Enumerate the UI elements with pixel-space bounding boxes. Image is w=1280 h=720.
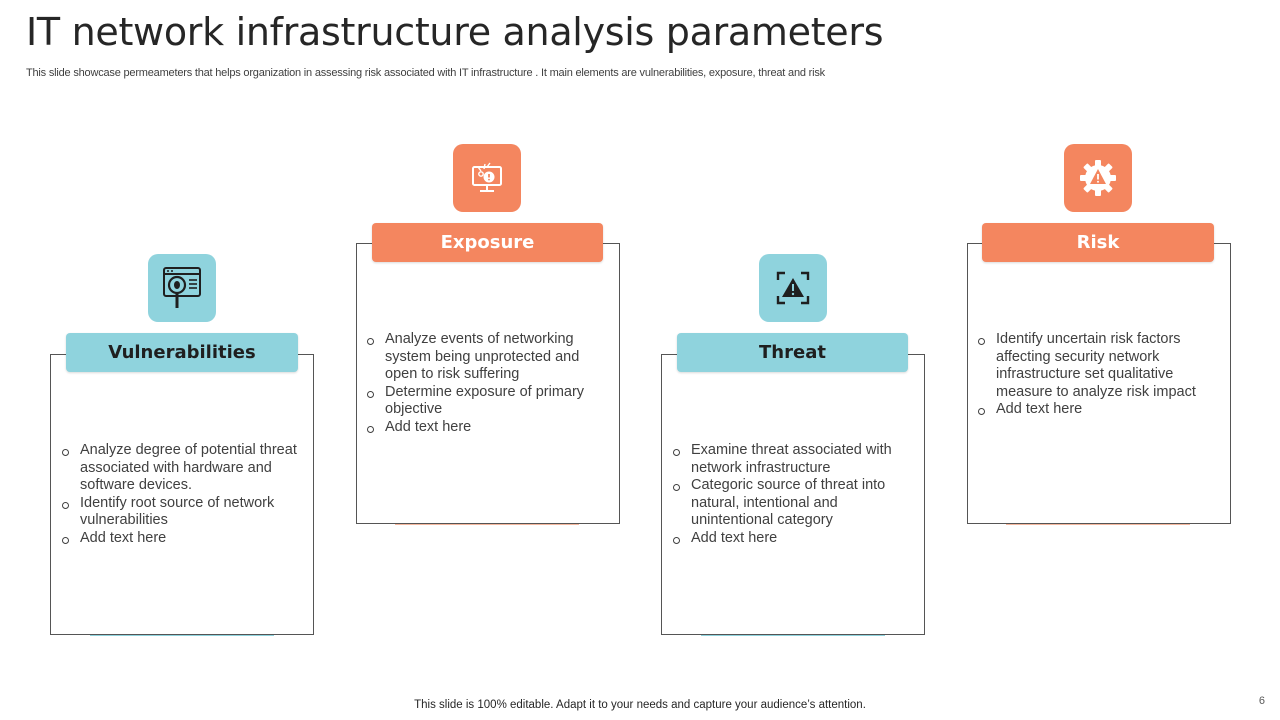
bullet-item: Add text here [672, 530, 918, 548]
card-bullets: Analyze degree of potential threat assoc… [61, 442, 307, 548]
card-box [661, 354, 925, 635]
card-box [356, 243, 620, 524]
card-box [967, 243, 1231, 524]
slide-title: IT network infrastructure analysis param… [26, 10, 884, 54]
bullet-item: Add text here [366, 419, 612, 437]
card-header-vulnerabilities: Vulnerabilities [66, 333, 298, 372]
warning-triangle-icon [759, 254, 827, 322]
bullet-item: Add text here [61, 530, 307, 548]
bullet-item: Add text here [977, 401, 1223, 419]
card-header-risk: Risk [982, 223, 1214, 262]
magnifier-bug-icon [148, 254, 216, 322]
slide-footer: This slide is 100% editable. Adapt it to… [414, 699, 866, 711]
bullet-item: Categoric source of threat into natural,… [672, 477, 918, 530]
bullet-item: Identify uncertain risk factors affectin… [977, 331, 1223, 401]
card-bullets: Examine threat associated with network i… [672, 442, 918, 548]
card-bullets: Identify uncertain risk factors affectin… [977, 331, 1223, 419]
bullet-item: Identify root source of network vulnerab… [61, 495, 307, 530]
bullet-item: Determine exposure of primary objective [366, 384, 612, 419]
card-header-threat: Threat [677, 333, 908, 372]
gear-warning-icon [1064, 144, 1132, 212]
bullet-item: Examine threat associated with network i… [672, 442, 918, 477]
card-header-exposure: Exposure [372, 223, 603, 262]
monitor-alert-icon [453, 144, 521, 212]
card-bullets: Analyze events of networking system bein… [366, 331, 612, 437]
bullet-item: Analyze degree of potential threat assoc… [61, 442, 307, 495]
bullet-item: Analyze events of networking system bein… [366, 331, 612, 384]
page-number: 6 [1258, 695, 1265, 707]
slide-subtitle: This slide showcase permeameters that he… [26, 67, 825, 79]
card-box [50, 354, 314, 635]
